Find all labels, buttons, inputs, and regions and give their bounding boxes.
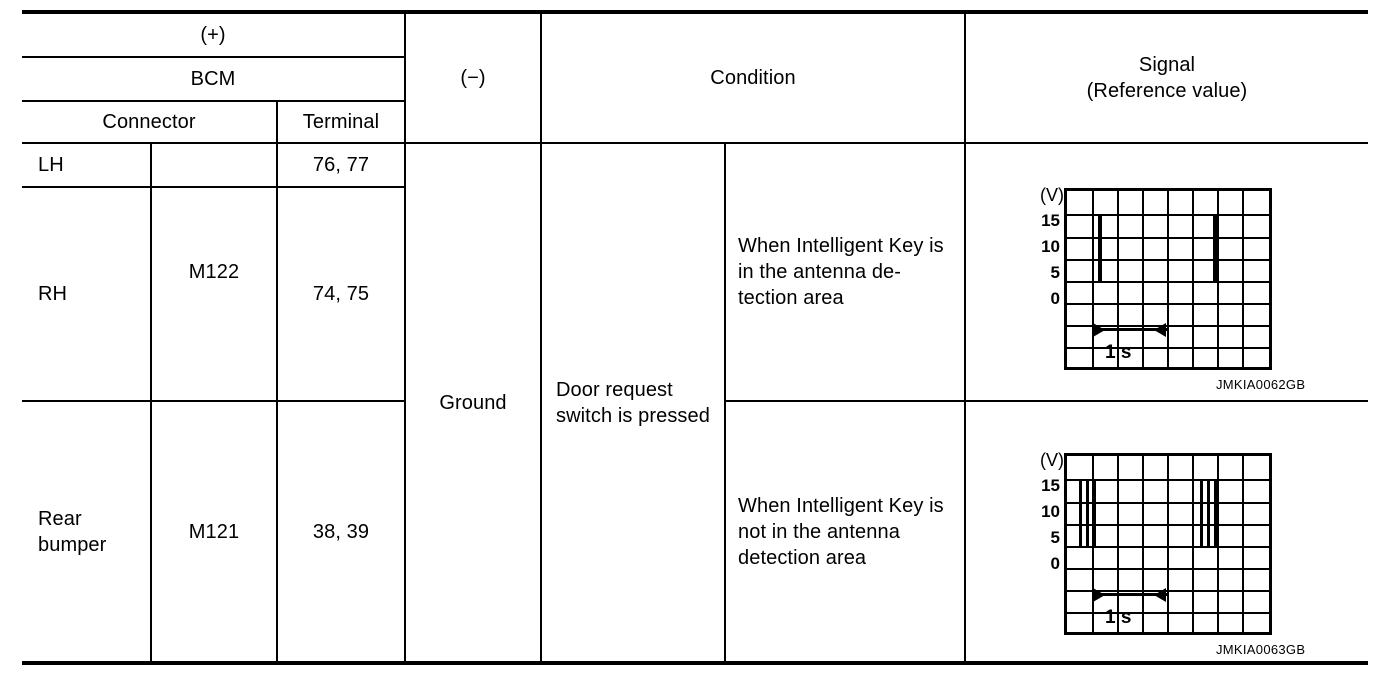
col-rule-condition-sub [724,142,726,663]
condition-detected: When Intelligent Key is in the antenna d… [738,235,944,309]
ground-cell: Ground [439,391,507,414]
time-arrow-left-2 [1154,588,1166,602]
header-connector: Connector [102,111,196,133]
pulse-burst-2-a [1213,214,1217,283]
y-tick-5-fig1: 5 [1050,263,1060,282]
header-bottom-rule [22,142,1368,144]
header-rule-bcm [22,100,404,102]
table-top-border [22,10,1368,14]
terminal-74-75: 74, 75 [312,283,370,305]
connector-m122: M122 [188,261,240,283]
condition-not-detected: When Intelligent Key is not in the anten… [738,494,944,569]
waveform-figure-1: (V) 15 10 5 0 1 s [1022,186,1342,394]
y-tick-15-fig1: 15 [1041,211,1060,230]
header-condition: Condition [710,67,796,89]
col-rule-connector-sub [150,142,152,663]
row-label-rh: RH [38,283,68,305]
pulse-burst-2-a [1200,479,1203,548]
header-rule-plus [22,56,404,58]
pulse-burst-1-c [1093,479,1096,548]
row-label-lh: LH [38,154,64,176]
row-rule-rh-rear [22,400,404,402]
col-rule-negative [404,12,406,663]
terminal-76-77: 76, 77 [312,154,370,176]
y-tick-10-fig2: 10 [1041,502,1060,521]
pulse-burst-1-a [1098,214,1102,283]
figure-id-2: JMKIA0063GB [1216,642,1306,657]
header-signal: Signal (Reference value) [966,14,1368,142]
scope-grid-2: 1 s [1064,453,1272,635]
header-signal-line2: (Reference value) [1086,80,1248,102]
row-rule-lh-rh [22,186,404,188]
row-label-rear-bumper-text: Rear bumper [38,507,107,556]
pulse-burst-1-b [1086,479,1089,548]
col-rule-signal [964,12,966,663]
header-bcm: BCM [190,68,236,90]
pulse-burst-1-a [1079,479,1082,548]
condition-common: Door request switch is pressed [556,378,710,427]
table-bottom-border [22,661,1368,665]
connector-m121: M121 [188,520,240,543]
row-rule-condition-split [724,400,1368,402]
pulse-burst-2-c [1214,479,1217,548]
voltage-unit-label-2: (V) [1040,450,1064,470]
y-tick-0-fig1: 0 [1050,289,1060,308]
y-tick-15-fig2: 15 [1041,476,1060,495]
time-label-1: 1 s [1105,342,1132,363]
time-arrow-right-2 [1093,588,1105,602]
time-arrow-right-1 [1093,323,1105,337]
col-rule-terminal [276,100,278,663]
scope-grid-1: 1 s [1064,188,1272,370]
pulse-burst-2-b [1207,479,1210,548]
header-negative: (−) [460,67,486,89]
y-tick-10-fig1: 10 [1041,237,1060,256]
header-signal-line1: Signal [1138,54,1196,76]
header-positive: (+) [200,24,226,46]
time-label-2: 1 s [1105,607,1132,628]
row-label-rear-bumper: Rear bumper [38,402,150,661]
terminal-38-39: 38, 39 [312,520,370,543]
voltage-unit-label-1: (V) [1040,185,1064,205]
time-arrow-left-1 [1154,323,1166,337]
time-span-line-1 [1092,328,1167,331]
y-tick-5-fig2: 5 [1050,528,1060,547]
header-terminal: Terminal [302,111,380,133]
col-rule-condition [540,12,542,663]
figure-id-1: JMKIA0062GB [1216,377,1306,392]
time-span-line-2 [1092,593,1167,596]
y-tick-0-fig2: 0 [1050,554,1060,573]
waveform-figure-2: (V) 15 10 5 0 [1022,451,1342,659]
